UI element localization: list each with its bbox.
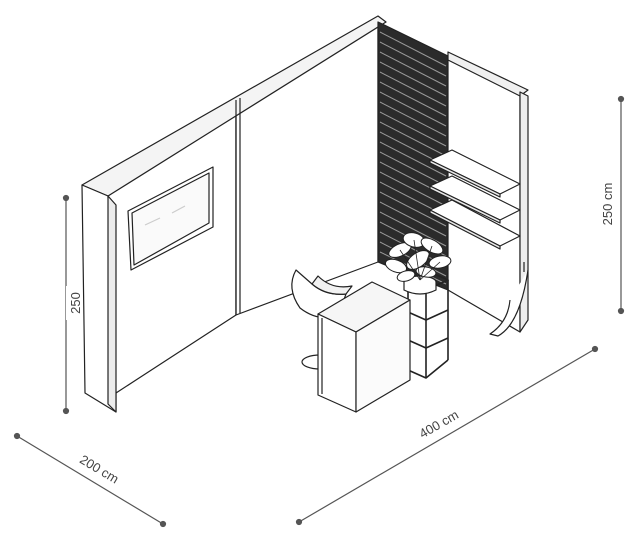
counter-front <box>317 313 357 413</box>
depth-label: 200 cm <box>77 452 121 487</box>
wall-shelves <box>429 149 521 250</box>
right-height-label: 250 cm <box>600 183 615 226</box>
tv-screen <box>127 166 214 271</box>
reception-counter <box>317 281 411 413</box>
right-wall-foot <box>489 269 529 337</box>
potted-plant <box>384 232 452 295</box>
width-label: 400 cm <box>417 407 461 441</box>
booth-structure <box>81 15 529 413</box>
right-wall-end <box>519 91 529 333</box>
counter-side <box>355 299 411 413</box>
dimension-lines <box>13 95 625 528</box>
left-height-label: 250 <box>68 292 83 314</box>
